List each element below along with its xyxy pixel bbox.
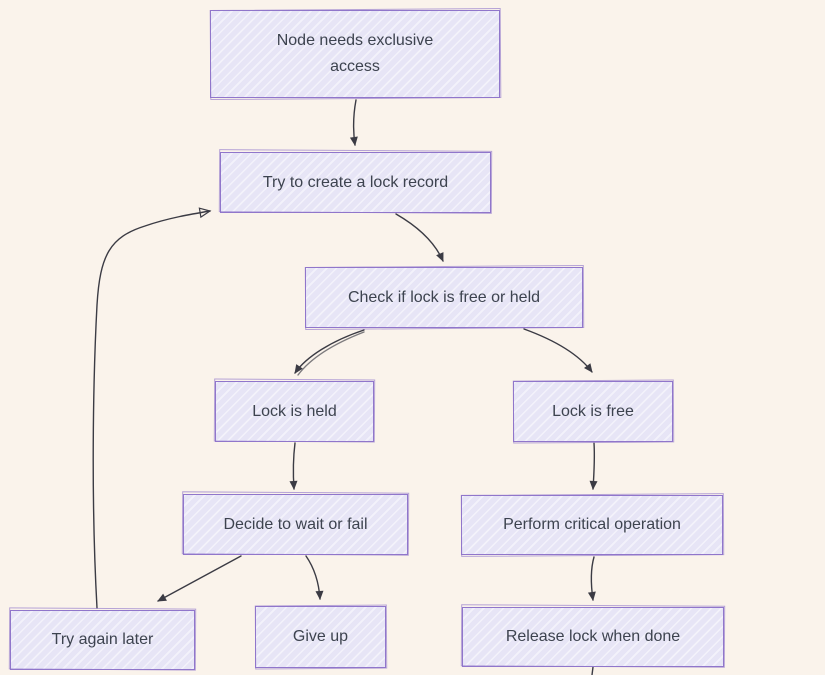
- node-label: Lock is free: [552, 402, 634, 420]
- node-label: Release lock when done: [505, 628, 681, 645]
- node-label: Try to create a lock record: [262, 173, 449, 191]
- arrow-try-again-loop-to-create-lock[interactable]: [92, 207, 212, 609]
- arrow-perform-to-release[interactable]: [587, 556, 596, 601]
- arrow-decide-to-give-up[interactable]: [305, 555, 324, 600]
- node-label: Perform critical operation: [503, 516, 681, 533]
- node-label: Lock is held: [252, 402, 337, 420]
- arrow-lock-free-to-perform[interactable]: [589, 442, 598, 490]
- arrow-release-downward-stub[interactable]: [591, 666, 594, 675]
- arrow-create-lock-to-check-lock[interactable]: [395, 213, 444, 262]
- arrow-decide-to-try-again[interactable]: [157, 555, 242, 602]
- node-decide-wait-or-fail[interactable]: Decide to wait or fail: [183, 494, 408, 555]
- arrow-check-lock-to-lock-held[interactable]: [294, 329, 365, 374]
- node-label: Give up: [292, 628, 349, 645]
- node-needs-exclusive-access[interactable]: Node needs exclusive access: [210, 10, 500, 98]
- arrow-check-lock-to-lock-free[interactable]: [523, 328, 593, 373]
- node-label: Node needs exclusive access: [276, 32, 434, 75]
- node-label: Try again later: [51, 631, 154, 648]
- arrow-needs-access-to-create-lock[interactable]: [349, 99, 358, 146]
- node-lock-is-free[interactable]: Lock is free: [513, 381, 673, 442]
- node-check-lock-free-or-held[interactable]: Check if lock is free or held: [305, 267, 583, 328]
- node-release-lock-when-done[interactable]: Release lock when done: [462, 607, 724, 667]
- node-give-up[interactable]: Give up: [255, 606, 386, 668]
- node-try-again-later[interactable]: Try again later: [10, 610, 195, 670]
- node-label: Decide to wait or fail: [223, 515, 368, 533]
- arrow-lock-held-to-decide[interactable]: [289, 442, 298, 490]
- node-perform-critical-operation[interactable]: Perform critical operation: [461, 495, 723, 555]
- node-label: Check if lock is free or held: [347, 288, 541, 306]
- node-lock-is-held[interactable]: Lock is held: [215, 381, 374, 442]
- node-try-create-lock-record[interactable]: Try to create a lock record: [220, 152, 491, 213]
- arrow-check-lock-to-lock-held-sketch-pass: [297, 331, 365, 376]
